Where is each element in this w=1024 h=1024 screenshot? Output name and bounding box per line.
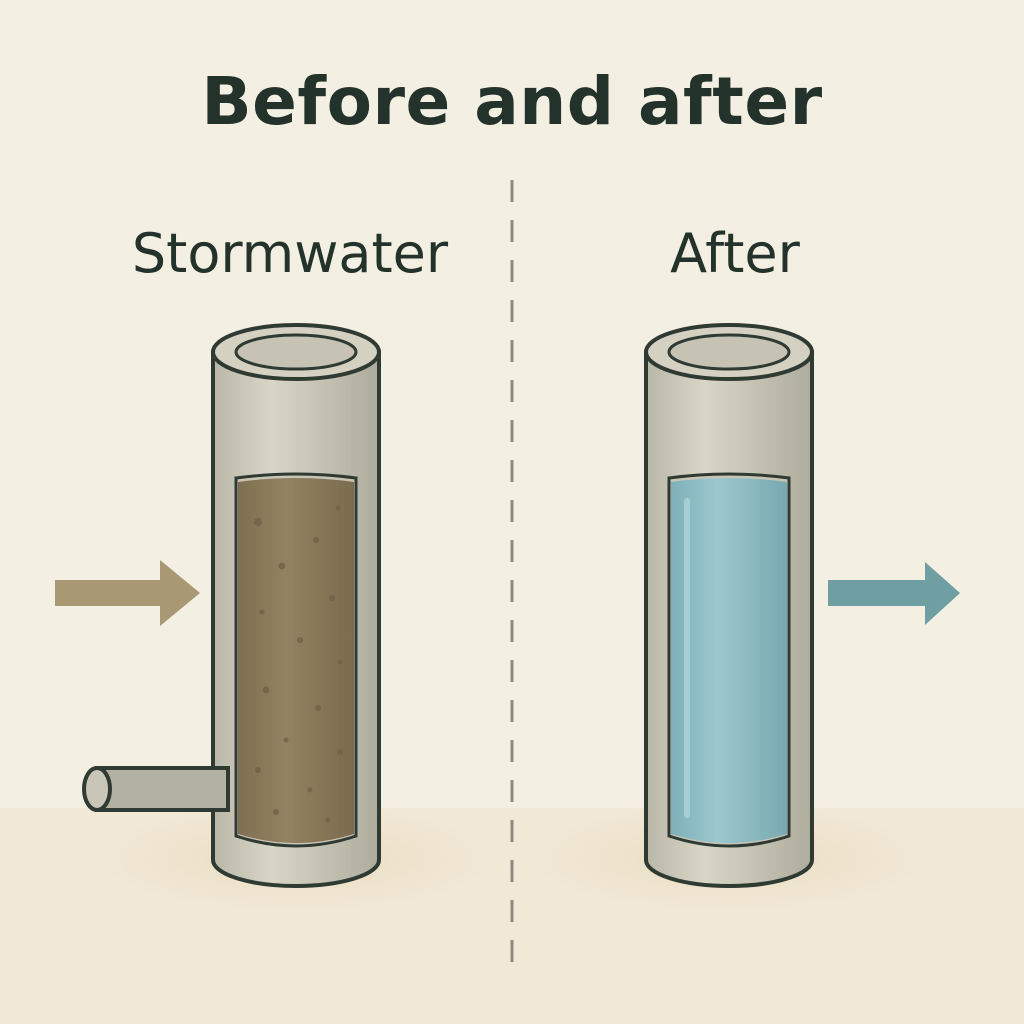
after-panel-label: After [670,222,800,285]
treated-pipe [644,323,814,888]
stormwater-pipe [82,323,381,888]
inflow-arrow-icon [55,560,200,626]
clean-water-fill [671,478,787,843]
sediment-particles [254,505,343,823]
page-title: Before and after [201,63,823,140]
outflow-arrow-icon [828,562,960,625]
before-panel-label: Stormwater [131,222,449,285]
stormwater-fill [238,478,354,843]
